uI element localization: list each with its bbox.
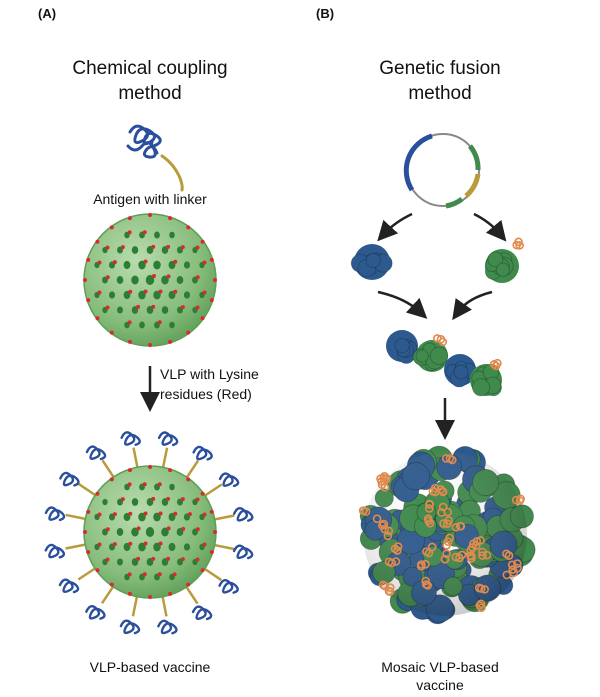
vlp-lysine-sphere bbox=[83, 213, 217, 347]
protein-chain-icon bbox=[386, 330, 502, 397]
panel-b-title-line2: method bbox=[408, 83, 472, 104]
vlp-lysine-label-line2: residues (Red) bbox=[160, 386, 252, 402]
mosaic-vlp-sphere bbox=[358, 445, 536, 625]
arrow-plasmid-right bbox=[473, 212, 507, 242]
mosaic-vaccine-label-line1: Mosaic VLP-based bbox=[381, 659, 499, 675]
mosaic-vaccine-label-line2: vaccine bbox=[416, 677, 464, 693]
vlp-lysine-label-line1: VLP with Lysine bbox=[160, 366, 259, 382]
panel-b-tag: (B) bbox=[316, 6, 335, 21]
green-fusion-protein-icon bbox=[484, 237, 524, 283]
arrow-converge-left bbox=[377, 290, 428, 319]
vlp-vaccine-label: VLP-based vaccine bbox=[89, 659, 211, 675]
plasmid-icon bbox=[403, 133, 481, 209]
antigen-label: Antigen with linker bbox=[93, 191, 207, 207]
arrow-converge-right bbox=[452, 290, 493, 321]
vlp-vaccine-sphere bbox=[44, 431, 254, 635]
panel-b-title-line1: Genetic fusion bbox=[379, 58, 501, 79]
blue-protein-icon bbox=[350, 244, 393, 280]
panel-a-title-line2: method bbox=[118, 83, 182, 104]
panel-a-tag: (A) bbox=[38, 6, 57, 21]
antigen-with-linker-icon bbox=[126, 124, 184, 192]
panel-a-title-line1: Chemical coupling bbox=[72, 58, 228, 79]
arrow-plasmid-left bbox=[377, 212, 413, 242]
